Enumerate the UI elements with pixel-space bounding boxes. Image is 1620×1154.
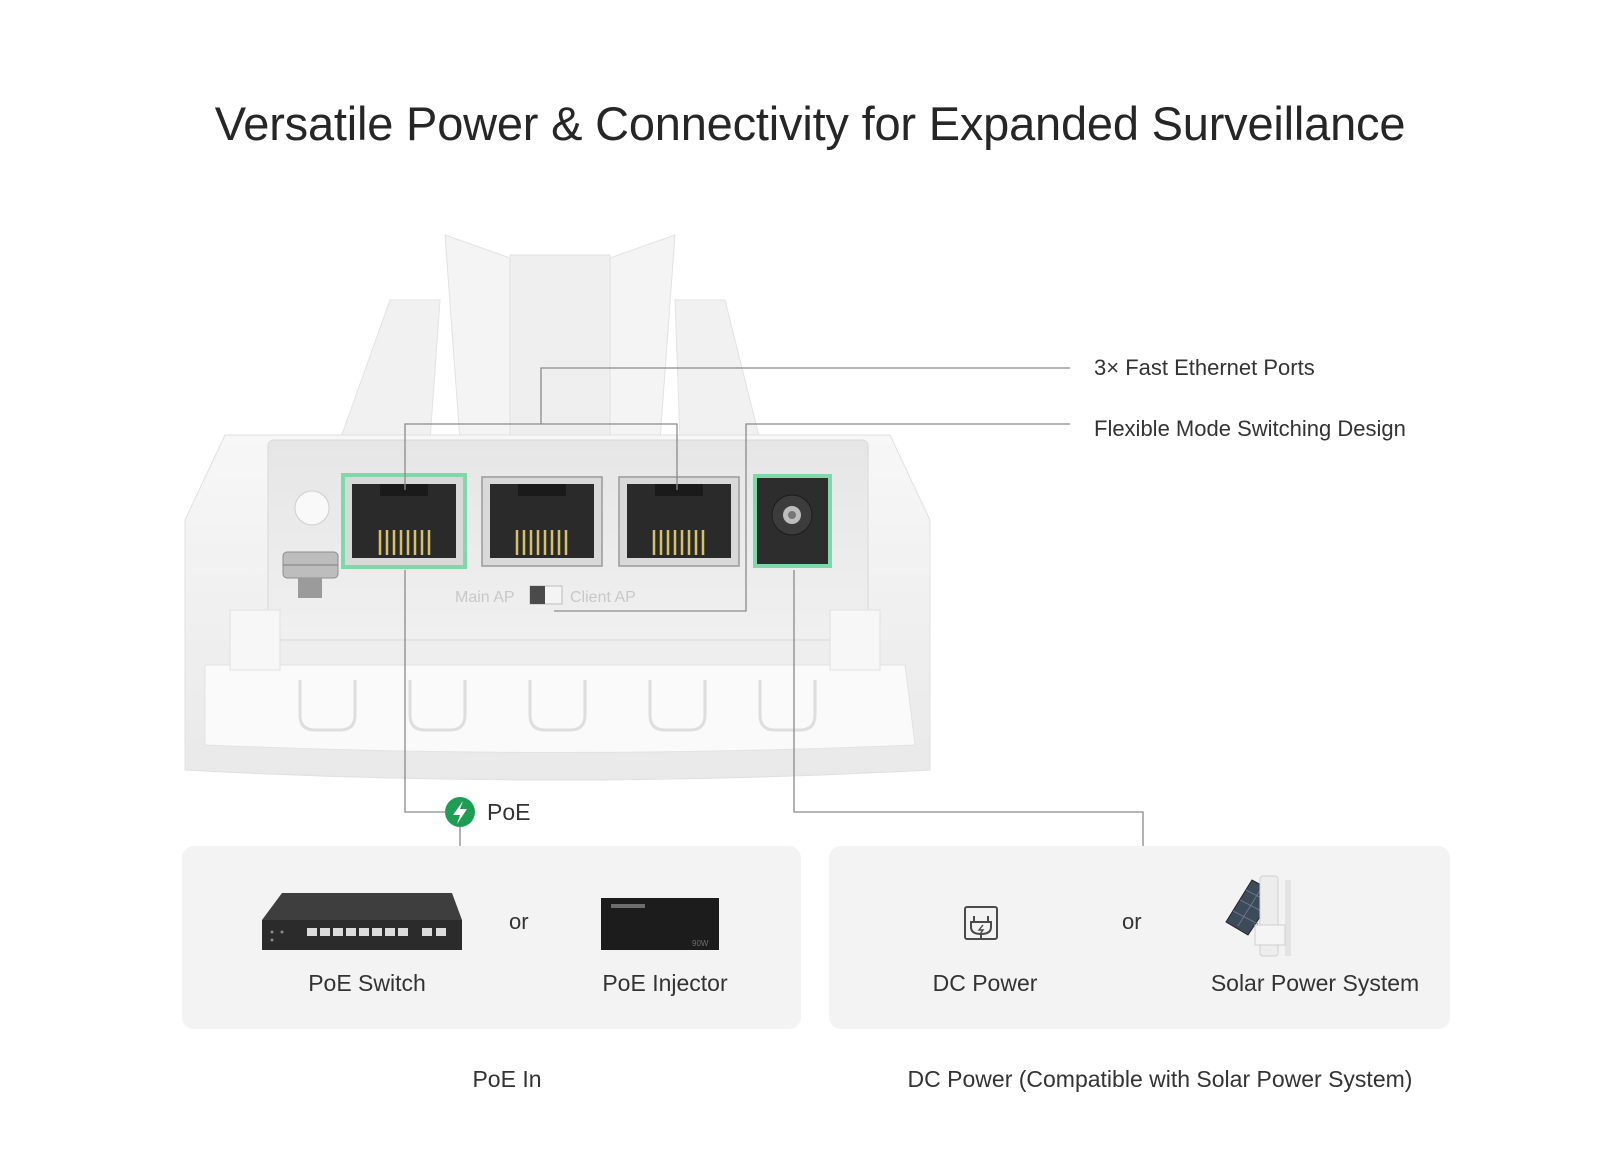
injector-rating: 90W [692,939,709,948]
poe-switch-label: PoE Switch [308,970,426,996]
callout-ethernet-ports: 3× Fast Ethernet Ports [1094,355,1315,380]
dc-power-caption: DC Power (Compatible with Solar Power Sy… [907,1066,1413,1092]
callout-mode-switching: Flexible Mode Switching Design [1094,416,1406,441]
dc-jack-port [753,474,832,568]
poe-bolt-icon [445,797,475,827]
dc-power-label: DC Power [932,970,1038,996]
dc-or-label: or [1122,909,1142,934]
solar-power-label: Solar Power System [1210,970,1420,996]
page-title: Versatile Power & Connectivity for Expan… [214,97,1406,150]
mode-switch [529,585,563,605]
ethernet-port-1 [341,473,467,569]
poe-injector-icon: 90W [601,898,719,950]
poe-or-label: or [509,909,529,934]
switch-label-client: Client AP [570,589,636,606]
dc-card [829,846,1450,1029]
solar-panel-icon [1225,875,1291,957]
poe-in-caption: PoE In [472,1066,542,1092]
connector-lines [404,367,1144,846]
reset-button-icon [294,490,330,526]
ethernet-port-2 [481,476,603,567]
poe-badge-label: PoE [487,799,531,825]
ground-screw-icon [282,551,339,598]
poe-injector-label: PoE Injector [602,970,728,996]
switch-label-main: Main AP [455,589,515,606]
poe-switch-icon [262,893,462,950]
ethernet-port-3 [618,476,740,567]
dc-plug-icon [964,906,998,940]
